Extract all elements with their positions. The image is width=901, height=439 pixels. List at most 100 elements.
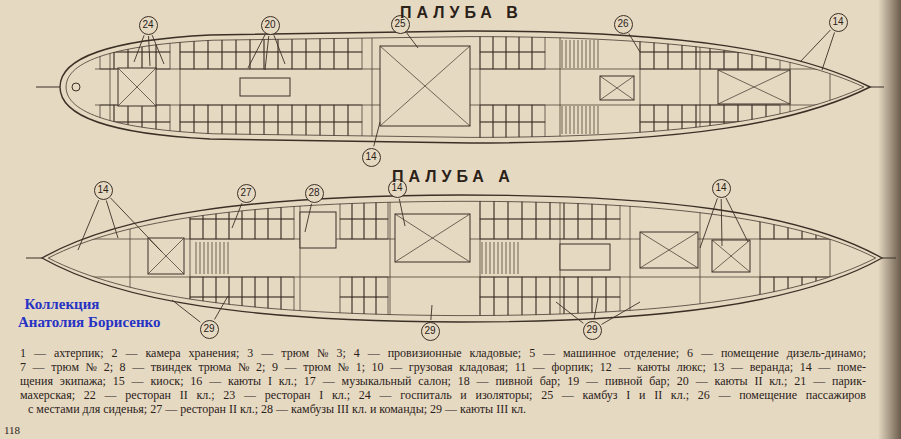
watermark: Коллекция (23, 296, 102, 313)
cabin (203, 198, 216, 219)
cabin (522, 219, 536, 239)
callout-circle: 24 (139, 16, 158, 35)
cabin (738, 34, 752, 52)
leader-line (172, 300, 200, 322)
axis-line (870, 87, 884, 88)
cabin (816, 219, 830, 239)
cabin (190, 219, 203, 239)
cabin (774, 198, 788, 219)
cabin (203, 219, 216, 239)
bulkhead-line (300, 178, 301, 338)
hatch-box (395, 214, 470, 262)
cabin (320, 52, 334, 69)
bulkhead-line (482, 242, 483, 274)
hatch-cross (380, 46, 470, 126)
cabin (222, 122, 236, 140)
cabin (788, 277, 802, 297)
cabin (229, 277, 242, 297)
cabin (710, 122, 724, 140)
cabin (682, 52, 696, 69)
bulkhead-line (586, 106, 587, 134)
bulkhead-line (830, 178, 831, 338)
hatch-box (560, 244, 610, 270)
cabin (480, 105, 493, 122)
stern-symbol (72, 83, 80, 91)
cabin (156, 105, 170, 122)
bulkhead-line (372, 7, 373, 167)
cabin (760, 277, 774, 297)
cabin (606, 198, 620, 219)
leader-line (556, 302, 583, 323)
cabin (578, 198, 592, 219)
hatch-symbol (240, 78, 290, 96)
cabin (292, 122, 306, 140)
bulkhead-line (510, 242, 511, 274)
cabin (216, 277, 229, 297)
leader-line (214, 296, 228, 319)
cabin (752, 105, 766, 122)
page-number: 118 (4, 424, 20, 437)
cabin (376, 198, 388, 219)
callout-circle: 29 (583, 321, 602, 340)
cabin (480, 219, 494, 239)
cabin (640, 105, 654, 122)
cabin (760, 219, 774, 239)
bulkhead-line (220, 242, 221, 274)
cabin (550, 219, 564, 239)
cabin (100, 105, 114, 122)
bulkhead-line (480, 7, 481, 167)
cabin (208, 34, 222, 52)
cabin (250, 34, 264, 52)
cabin (578, 219, 592, 239)
cabin (682, 34, 696, 52)
cabin (268, 198, 281, 219)
cabin (376, 297, 388, 318)
bulkhead-line (224, 242, 225, 274)
deck-interior (95, 7, 845, 167)
cabin (532, 34, 545, 52)
bulkhead-line (506, 242, 507, 274)
cabin (100, 34, 114, 52)
deck-title: ПАЛУБА В (400, 4, 523, 22)
cabin (550, 277, 564, 297)
cabin (250, 122, 264, 140)
hatch-cross (712, 240, 750, 272)
cabin (376, 219, 388, 239)
cabin (334, 105, 348, 122)
bulkhead-line (640, 7, 641, 167)
cabin (306, 52, 320, 69)
cabin (494, 219, 508, 239)
bulkhead-line (586, 40, 587, 68)
leader-line (700, 198, 717, 248)
cabin (281, 297, 294, 318)
axis-line (26, 258, 42, 259)
bulkhead-line (196, 242, 197, 274)
hatch-symbol (712, 240, 750, 272)
cabin (278, 52, 292, 69)
cabin (480, 198, 494, 219)
cabin (816, 297, 830, 318)
bulkhead-line (498, 242, 499, 274)
cabin (508, 297, 522, 318)
cabin (766, 122, 780, 140)
leader-line (305, 204, 312, 232)
cabin (255, 219, 268, 239)
cabin (592, 198, 606, 219)
bulkhead-line (518, 242, 519, 274)
cabin (506, 122, 519, 140)
cabin (278, 34, 292, 52)
cabin (532, 52, 545, 69)
leader-line (629, 33, 640, 52)
cabin (802, 297, 816, 318)
cabin (364, 297, 376, 318)
cabin (114, 34, 128, 52)
cabin (519, 34, 532, 52)
cabin (340, 198, 352, 219)
cabin (194, 34, 208, 52)
cabin (508, 277, 522, 297)
callout-number: 14 (832, 17, 843, 27)
hatch-cross (600, 76, 634, 100)
leader-line (374, 122, 380, 146)
cabin (606, 277, 620, 297)
